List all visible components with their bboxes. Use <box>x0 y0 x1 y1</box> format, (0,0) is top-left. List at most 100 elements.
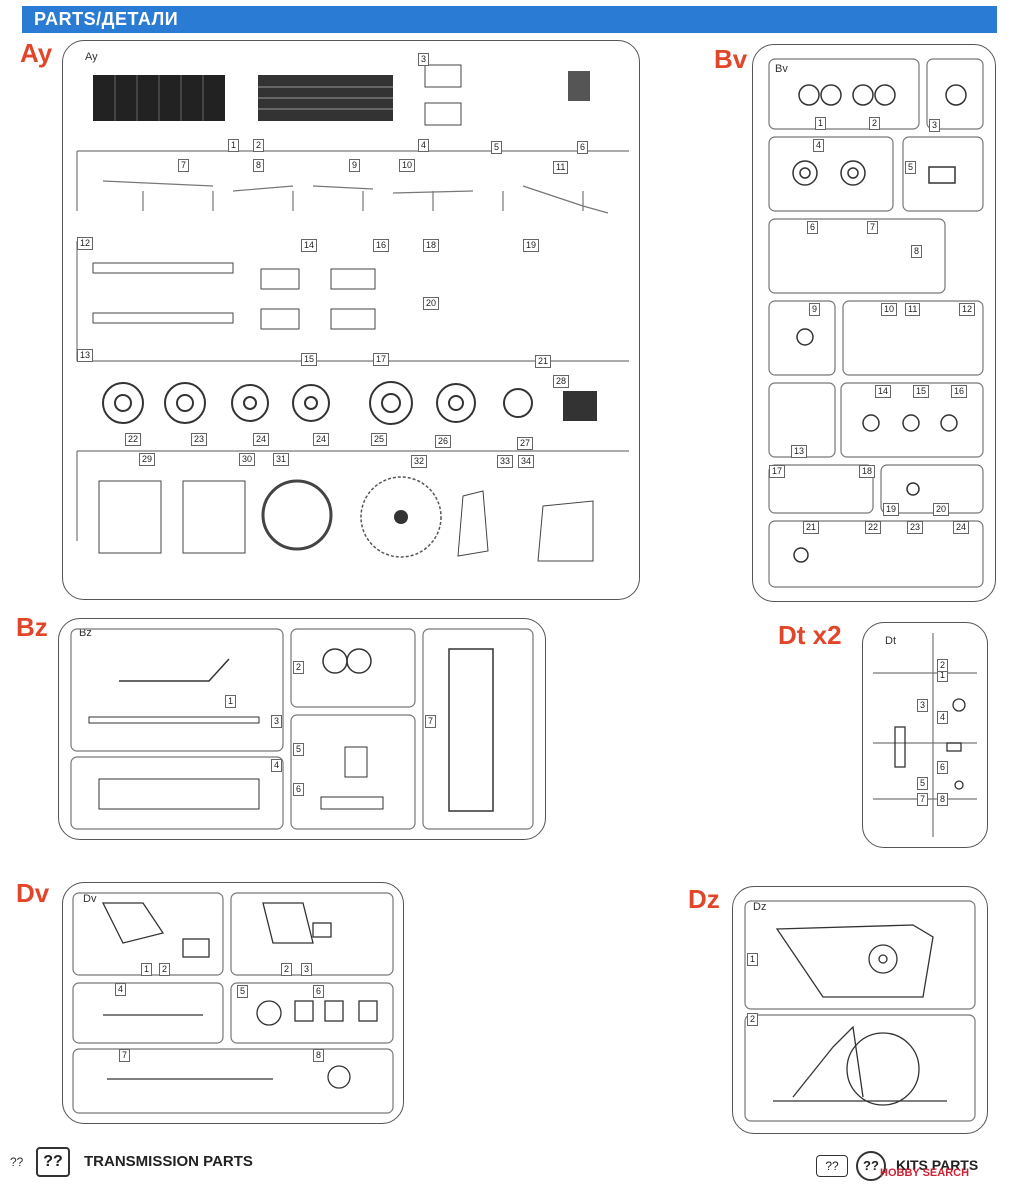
part-number: 6 <box>293 783 305 796</box>
sprue-frame-bv: Bv 1 2 3 4 <box>752 44 996 602</box>
sprue-label-ay: Ay <box>20 38 53 68</box>
part-number: 20 <box>423 297 440 310</box>
part-number: 33 <box>497 455 514 468</box>
part-number: 24 <box>313 433 330 446</box>
part-number: 2 <box>253 139 265 152</box>
part-number: 7 <box>425 715 437 728</box>
part-number: 7 <box>178 159 190 172</box>
sprue-ay-drawing <box>76 64 629 562</box>
part-number: 20 <box>933 503 950 516</box>
part-number: 30 <box>239 453 256 466</box>
part-number: 6 <box>937 761 949 774</box>
sprue-label-bv: Bv <box>714 44 748 74</box>
part-number: 12 <box>77 237 94 250</box>
sprue-label-bz: Bz <box>16 612 48 642</box>
footer-page-right: ?? <box>816 1155 848 1177</box>
footer-watermark: HOBBY SEARCH <box>880 1167 970 1179</box>
part-number: 11 <box>905 303 921 316</box>
part-number: 1 <box>228 139 240 152</box>
part-number: 7 <box>119 1049 131 1062</box>
part-number: 4 <box>813 139 825 152</box>
part-number: 13 <box>77 349 94 362</box>
part-number: 10 <box>399 159 416 172</box>
sprue-plate-bv: Bv <box>775 63 788 75</box>
part-number: 3 <box>301 963 313 976</box>
part-number: 1 <box>225 695 237 708</box>
part-number: 23 <box>191 433 208 446</box>
part-number: 25 <box>371 433 388 446</box>
part-number: 2 <box>869 117 881 130</box>
footer-brand: KITS PARTS <box>896 1157 979 1173</box>
part-number: 5 <box>293 743 305 756</box>
part-number: 23 <box>907 521 924 534</box>
sprue-label-dz: Dz <box>688 884 720 914</box>
part-number: 31 <box>273 453 290 466</box>
sprue-plate-ay: Ay <box>85 51 98 63</box>
part-number: 4 <box>115 983 127 996</box>
part-number: 21 <box>535 355 552 368</box>
part-number: 2 <box>293 661 305 674</box>
part-number: 24 <box>953 521 970 534</box>
footer-page-left: ?? <box>10 1155 24 1169</box>
sprue-frame-bz: Bz 1 2 3 4 5 6 7 <box>58 618 546 840</box>
part-number: 2 <box>281 963 293 976</box>
footer-title: TRANSMISSION PARTS <box>84 1153 253 1170</box>
part-number: 15 <box>301 353 318 366</box>
part-number: 14 <box>301 239 318 252</box>
part-number: 8 <box>253 159 265 172</box>
part-number: 6 <box>577 141 589 154</box>
sprue-label-dt: Dt x2 <box>778 620 842 650</box>
part-number: 32 <box>411 455 428 468</box>
footer: ?? ?? TRANSMISSION PARTS ?? ?? KITS PART… <box>0 1145 1021 1190</box>
part-number: 2 <box>937 659 949 672</box>
part-number: 5 <box>237 985 249 998</box>
part-number: 4 <box>418 139 430 152</box>
sprue-bz-drawing <box>70 628 534 830</box>
sprue-dz-drawing <box>744 900 976 1122</box>
sprue-frame-ay: Ay <box>62 40 640 600</box>
part-number: 3 <box>271 715 283 728</box>
part-number: 12 <box>959 303 976 316</box>
sprue-plate-dt: Dt <box>885 635 896 647</box>
sprue-dv-drawing <box>72 892 394 1114</box>
part-number: 16 <box>373 239 390 252</box>
sprue-plate-dz: Dz <box>753 901 767 913</box>
part-number: 1 <box>747 953 759 966</box>
sprue-frame-dz: Dz 1 2 <box>732 886 988 1134</box>
part-number: 17 <box>373 353 390 366</box>
part-number: 13 <box>791 445 808 458</box>
part-number: 4 <box>271 759 283 772</box>
part-number: 2 <box>747 1013 759 1026</box>
part-number: 18 <box>859 465 876 478</box>
part-number: 34 <box>518 455 535 468</box>
part-number: 1 <box>141 963 153 976</box>
part-number: 18 <box>423 239 440 252</box>
part-number: 10 <box>881 303 898 316</box>
part-number: 3 <box>418 53 430 66</box>
footer-step-icon-left: ?? <box>36 1147 70 1177</box>
part-number: 15 <box>913 385 930 398</box>
part-number: 21 <box>803 521 820 534</box>
sprue-dt-drawing <box>873 633 977 837</box>
part-number: 3 <box>917 699 929 712</box>
sprue-frame-dt: Dt 1 3 4 5 6 7 8 2 <box>862 622 988 848</box>
sprue-plate-bz: Bz <box>79 627 92 639</box>
part-number: 9 <box>809 303 821 316</box>
part-number: 3 <box>929 119 941 132</box>
part-number: 24 <box>253 433 270 446</box>
part-number: 4 <box>937 711 949 724</box>
part-number: 7 <box>867 221 879 234</box>
part-number: 17 <box>769 465 786 478</box>
part-number: 19 <box>883 503 900 516</box>
part-number: 6 <box>807 221 819 234</box>
part-number: 8 <box>911 245 923 258</box>
part-number: 28 <box>553 375 570 388</box>
part-number: 9 <box>349 159 361 172</box>
part-number: 22 <box>865 521 882 534</box>
part-number: 5 <box>917 777 929 790</box>
part-number: 16 <box>951 385 968 398</box>
part-number: 6 <box>313 985 325 998</box>
part-number: 8 <box>937 793 949 806</box>
part-number: 8 <box>313 1049 325 1062</box>
part-number: 5 <box>491 141 503 154</box>
